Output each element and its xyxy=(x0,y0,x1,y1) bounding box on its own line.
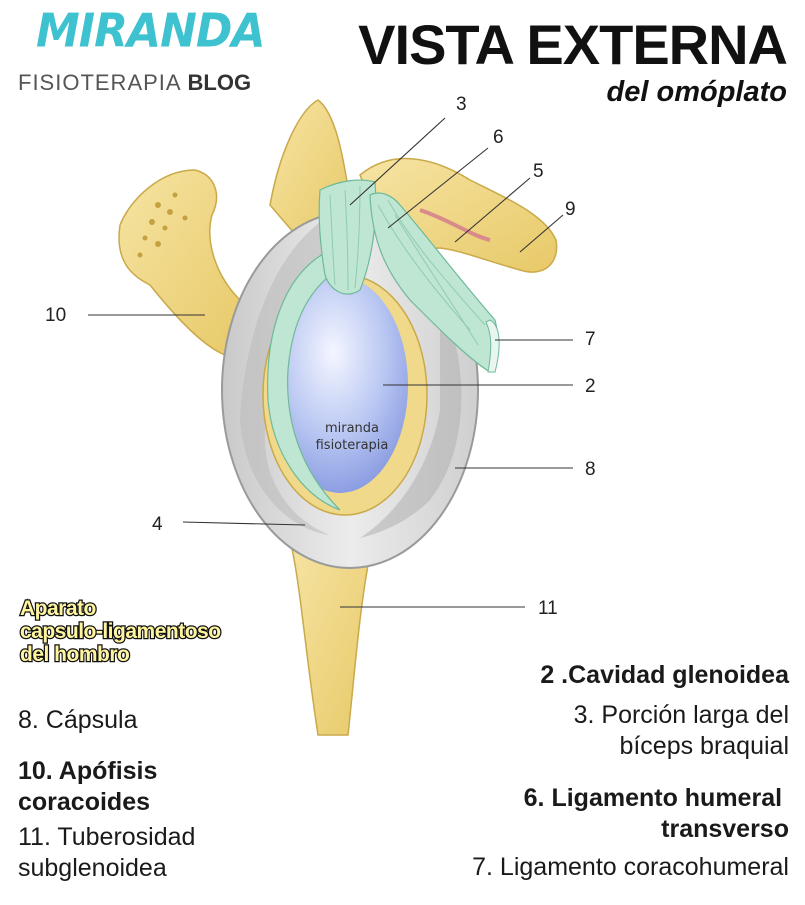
label-2: 2 xyxy=(585,376,596,397)
callout-line: capsulo-ligamentoso xyxy=(19,619,223,645)
legend-item-capsule: 8. Cápsula xyxy=(18,706,138,734)
legend-item-glenoid: 2 .Cavidad glenoidea xyxy=(540,661,789,689)
legend-line: transverso xyxy=(661,815,789,843)
glenoid-cavity xyxy=(272,277,408,493)
label-3: 3 xyxy=(456,94,467,115)
label-7: 7 xyxy=(585,329,596,350)
legend-line: bíceps braquial xyxy=(619,732,789,760)
logo-sub-bold: BLOG xyxy=(187,70,252,95)
page-subtitle: del omóplato xyxy=(606,76,787,108)
coracohumeral-ligament-edge xyxy=(485,319,500,373)
glenoid-labrum xyxy=(267,249,346,511)
page-title: VISTA EXTERNA xyxy=(358,13,788,76)
legend-item-tuberosity: 11. Tuberosidad subglenoidea xyxy=(18,822,195,884)
logo-wordmark: MIRANDA xyxy=(36,4,265,59)
legend-line: 10. Apófisis xyxy=(18,757,158,785)
label-4: 4 xyxy=(152,514,163,535)
watermark-line-2: fisioterapia xyxy=(316,438,389,453)
callout-line: Aparato xyxy=(19,596,98,622)
coracoid-process xyxy=(118,169,246,356)
callout-line: del hombro xyxy=(19,642,131,668)
label-5: 5 xyxy=(533,161,544,182)
legend-line: 11. Tuberosidad xyxy=(18,823,196,851)
label-10: 10 xyxy=(45,305,66,326)
label-9: 9 xyxy=(565,199,576,220)
legend-item-transverse-ligament: 6. Ligamento humeral transverso xyxy=(524,783,789,845)
logo-subtitle: FISIOTERAPIA BLOG xyxy=(18,70,251,96)
legend-line: 6. Ligamento humeral xyxy=(523,784,789,812)
logo-sub-light: FISIOTERAPIA xyxy=(18,70,181,95)
infraglenoid-tubercle xyxy=(289,539,373,736)
legend-item-biceps: 3. Porción larga del bíceps braquial xyxy=(574,700,789,762)
legend-line: subglenoidea xyxy=(18,854,167,882)
label-6: 6 xyxy=(493,127,504,148)
legend-line: coracoides xyxy=(18,788,151,816)
label-8: 8 xyxy=(585,459,596,480)
label-11: 11 xyxy=(538,598,558,619)
legend-item-coracoid: 10. Apófisis coracoides xyxy=(18,756,157,818)
callout-title: Aparato capsulo-ligamentoso del hombro xyxy=(19,596,223,668)
watermark-line-1: miranda xyxy=(325,421,379,436)
legend-item-coracohumeral: 7. Ligamento coracohumeral xyxy=(472,853,789,881)
legend-line: 3. Porción larga del xyxy=(573,701,789,729)
